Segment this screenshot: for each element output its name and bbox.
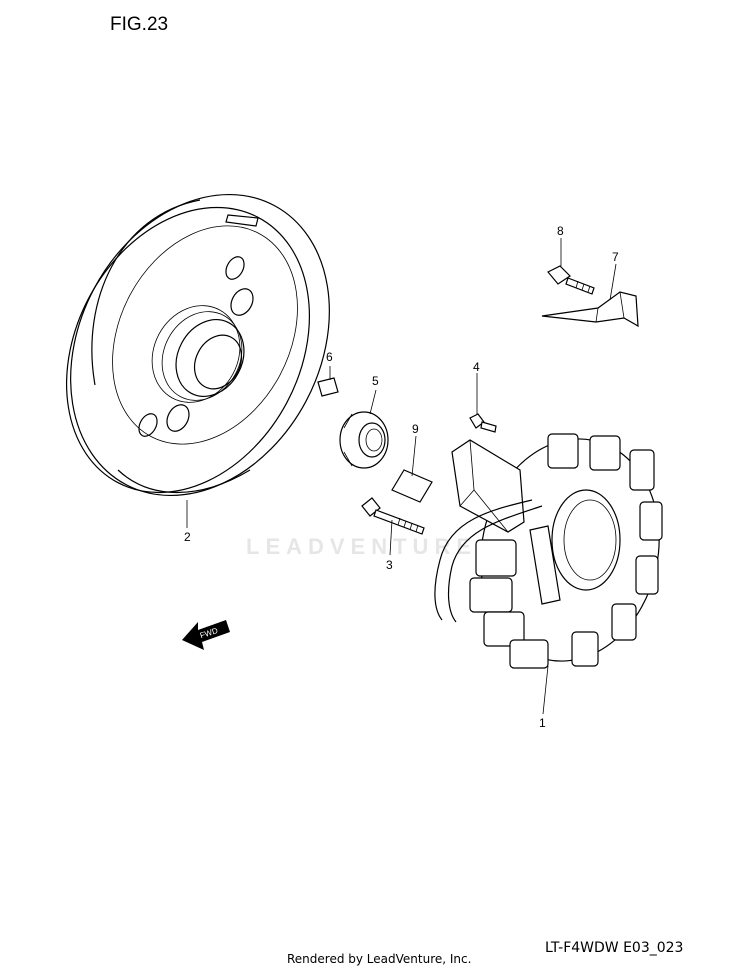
rendered-by-credit: Rendered by LeadVenture, Inc. <box>287 952 472 966</box>
callout-5: 5 <box>372 374 379 388</box>
gasket <box>391 469 433 503</box>
figure-code: LT-F4WDW E03_023 <box>545 940 684 956</box>
clamp-bolt <box>547 265 595 295</box>
callout-3: 3 <box>386 558 393 572</box>
callout-8: 8 <box>557 224 564 238</box>
callout-7: 7 <box>612 250 619 264</box>
callout-6: 6 <box>326 350 333 364</box>
stator-screw <box>469 413 497 433</box>
callout-1: 1 <box>539 716 546 730</box>
leader-lines <box>186 238 617 715</box>
flywheel-rotor <box>65 193 330 497</box>
callout-4: 4 <box>473 360 480 374</box>
fwd-arrow: FWD <box>182 620 230 650</box>
figure-title: FIG.23 <box>110 14 169 35</box>
rotor-bolt <box>361 497 425 535</box>
rotor-nut <box>339 411 389 469</box>
wire-clamp <box>541 291 639 328</box>
stator-assembly <box>434 433 663 669</box>
callout-2: 2 <box>184 530 191 544</box>
watermark-text: LEADVENTURE <box>246 534 478 559</box>
woodruff-key <box>317 377 339 397</box>
callout-9: 9 <box>412 422 419 436</box>
